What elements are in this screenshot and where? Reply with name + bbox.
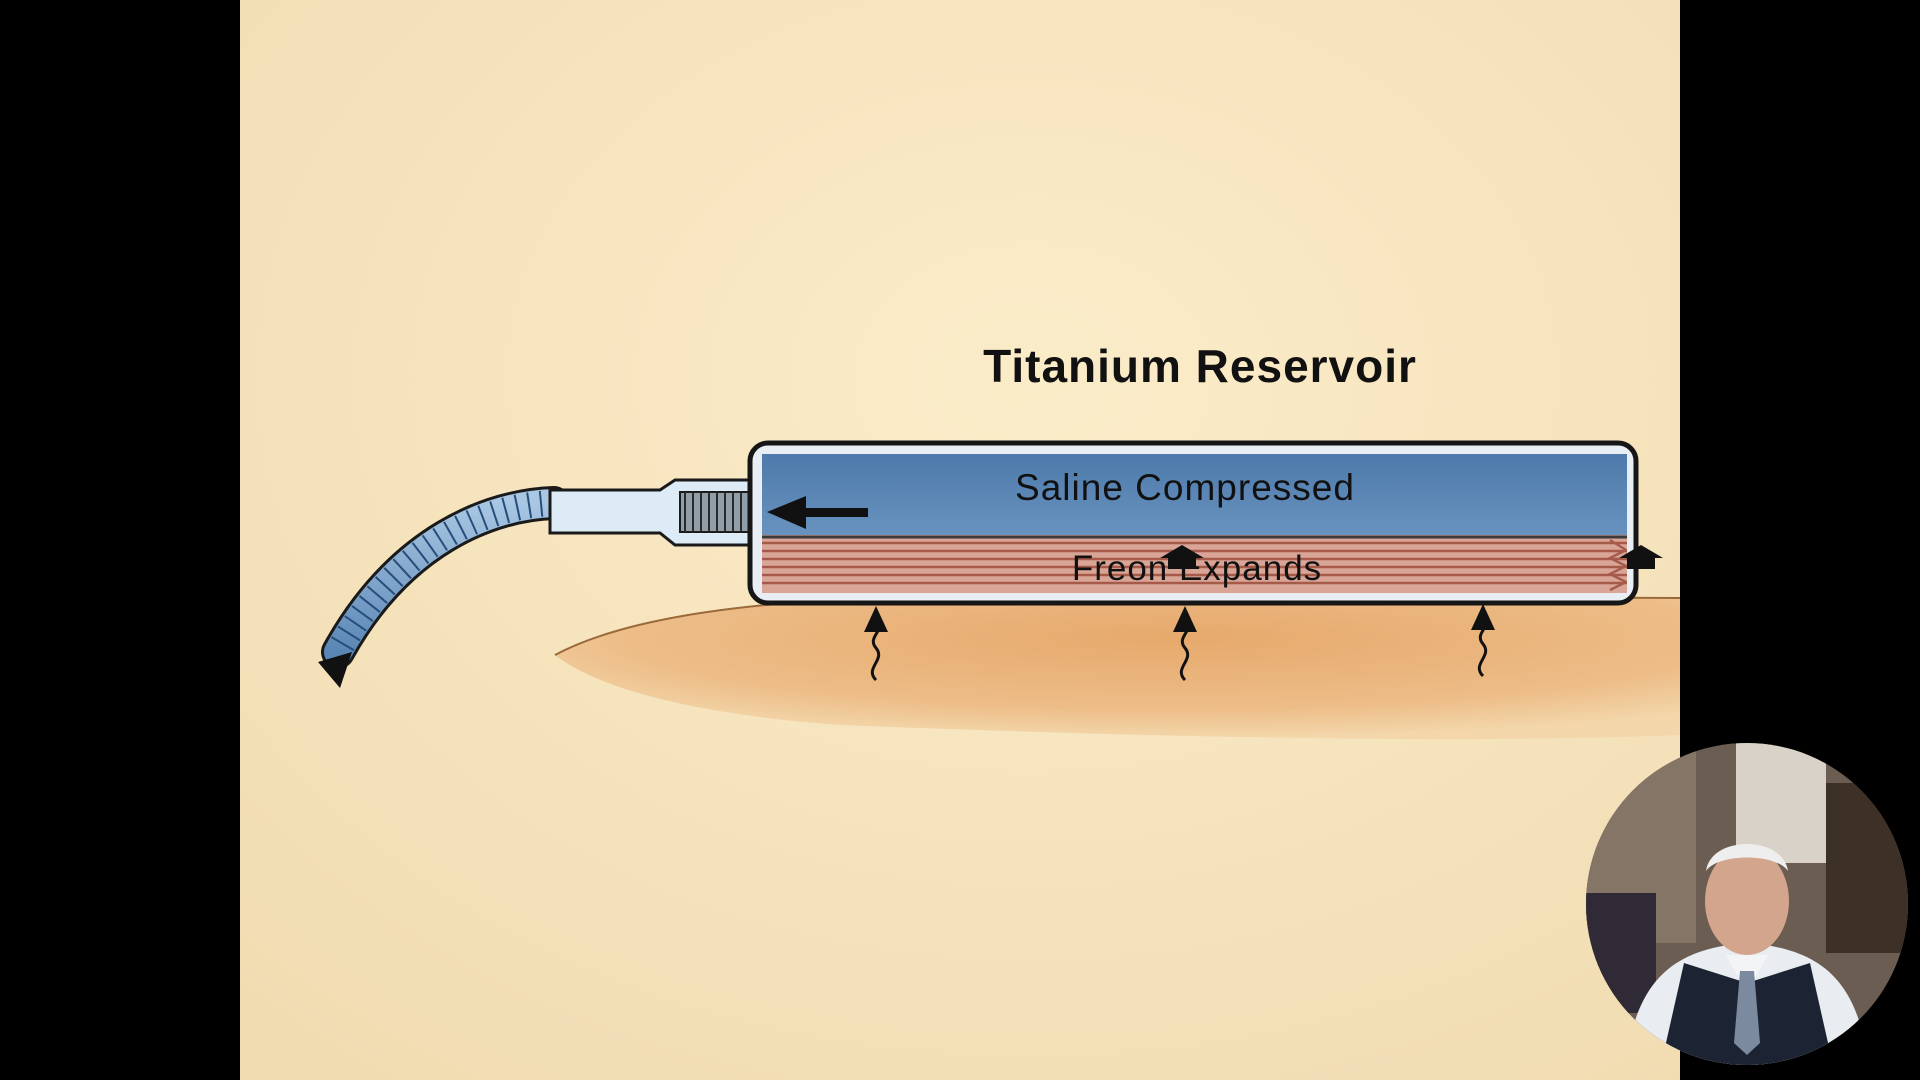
heat-arrow-icon xyxy=(864,606,888,682)
presenter-icon xyxy=(1586,743,1908,1065)
saline-flow-arrow-icon xyxy=(767,496,868,529)
pressure-arrow-icon xyxy=(1160,545,1204,569)
diagram-title: Titanium Reservoir xyxy=(983,340,1417,392)
catheter xyxy=(318,478,757,688)
tissue xyxy=(555,595,1680,740)
heat-arrow-icon xyxy=(1173,606,1197,682)
presenter-webcam xyxy=(1586,743,1908,1065)
saline-chamber xyxy=(762,454,1627,538)
outflow-arrow-icon xyxy=(318,652,352,688)
heat-arrows xyxy=(864,604,1495,682)
diagram: Titanium Reservoir Saline Compressed Fre… xyxy=(240,0,1680,1080)
freon-label: Freon Expands xyxy=(1072,549,1322,588)
heat-arrow-icon xyxy=(1471,604,1495,678)
titanium-reservoir xyxy=(747,440,1663,606)
saline-label: Saline Compressed xyxy=(1015,467,1355,508)
pressure-arrow-icon xyxy=(1619,545,1663,569)
slide: Titanium Reservoir Saline Compressed Fre… xyxy=(240,0,1680,1080)
